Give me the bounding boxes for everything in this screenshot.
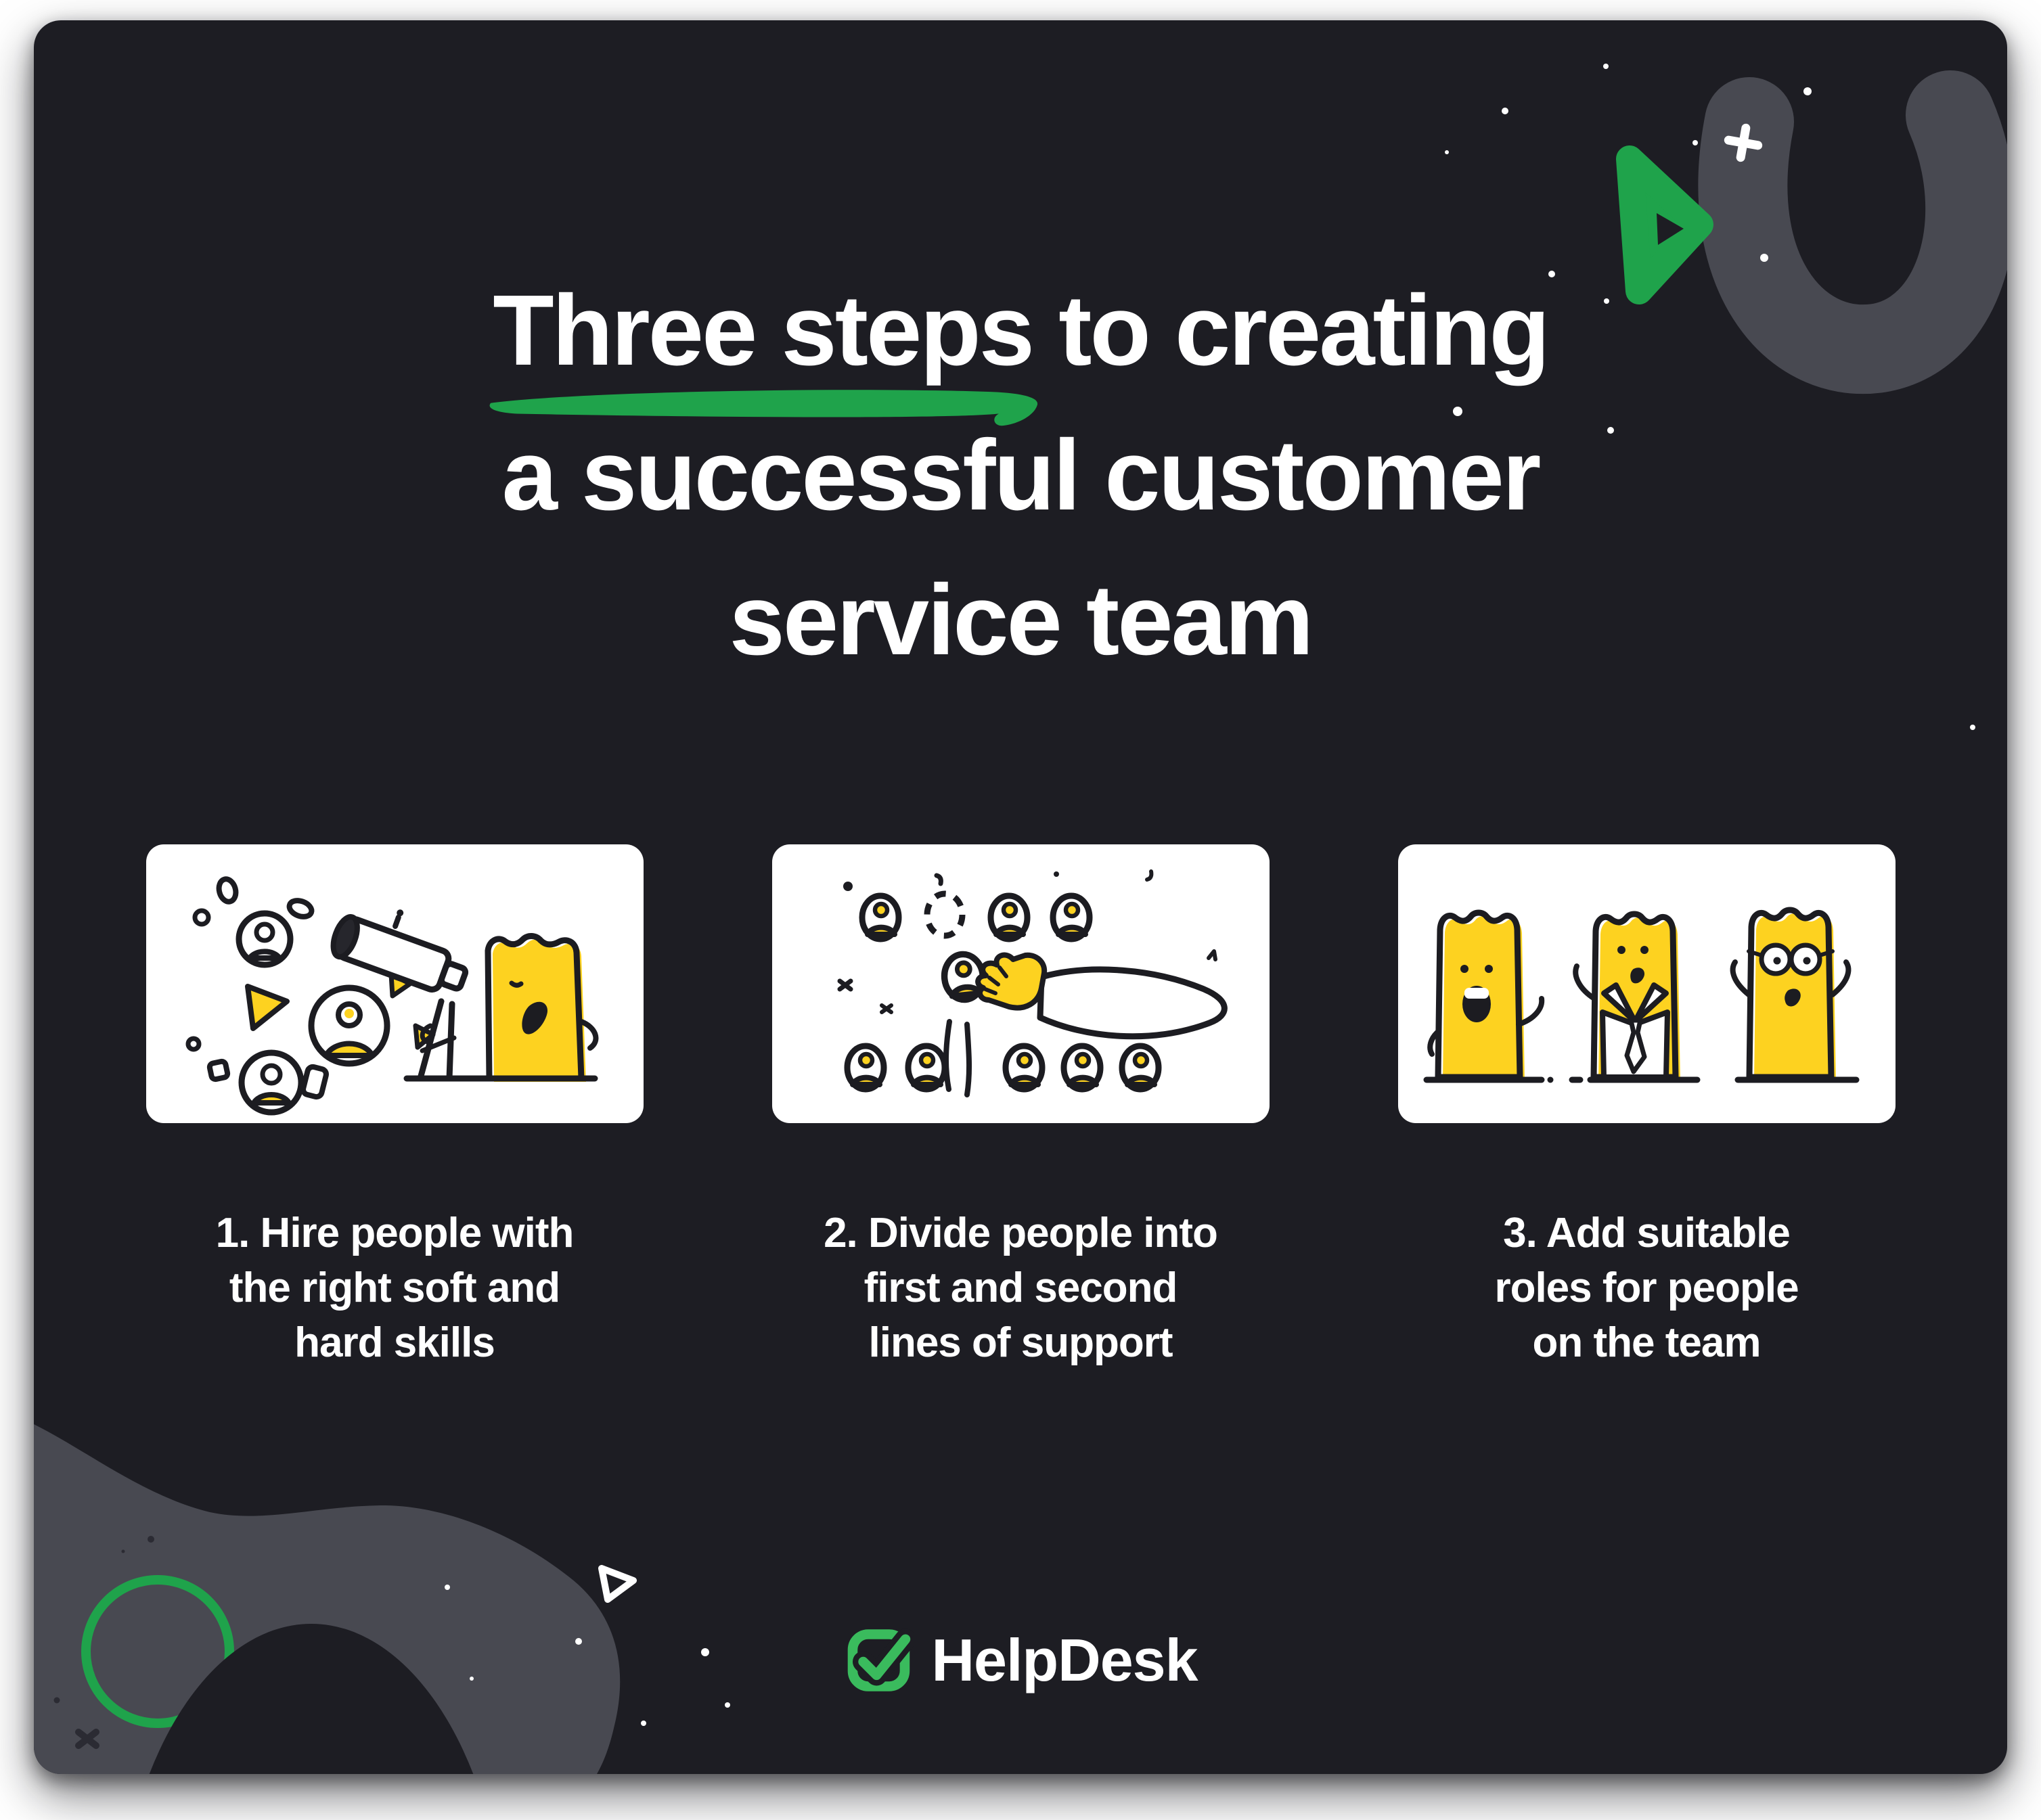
logo-text: HelpDesk bbox=[931, 1626, 1198, 1693]
caption-line: hard skills bbox=[294, 1319, 495, 1366]
caption-line: the right soft and bbox=[229, 1265, 560, 1311]
step-caption-1: 1. Hire people with the right soft and h… bbox=[146, 1206, 644, 1370]
caption-line: on the team bbox=[1532, 1319, 1762, 1366]
caption-line: lines of support bbox=[868, 1319, 1173, 1366]
check-square-logo-icon bbox=[847, 1629, 914, 1691]
roles-illustration bbox=[1423, 907, 1859, 1083]
title-line3: service team bbox=[729, 564, 1314, 676]
caption-line: 3. Add suitable bbox=[1503, 1210, 1791, 1256]
telescope-illustration bbox=[185, 876, 598, 1116]
title-line1: Three steps to creating bbox=[34, 258, 2007, 426]
helpdesk-logo: HelpDesk bbox=[843, 1625, 1198, 1696]
page-title: Three steps to creating a successful cus… bbox=[34, 20, 2007, 693]
step-caption-3: 3. Add suitable roles for people on the … bbox=[1398, 1206, 1896, 1370]
step-caption-2: 2. Divide people into first and second l… bbox=[772, 1206, 1270, 1370]
caption-line: 1. Hire people with bbox=[215, 1210, 575, 1256]
step-cards bbox=[34, 844, 2007, 1123]
step-card-1 bbox=[145, 844, 644, 1123]
caption-line: 2. Divide people into bbox=[824, 1210, 1218, 1256]
infographic-panel: Three steps to creating a successful cus… bbox=[34, 20, 2007, 1774]
title-highlight: Three steps bbox=[493, 275, 1035, 386]
green-brush-underline bbox=[489, 390, 1038, 426]
step-card-2 bbox=[771, 844, 1270, 1123]
step-card-3 bbox=[1397, 844, 1896, 1123]
caption-line: roles for people bbox=[1494, 1265, 1799, 1311]
step-captions: 1. Hire people with the right soft and h… bbox=[34, 1206, 2007, 1370]
divide-illustration bbox=[837, 869, 1228, 1097]
caption-line: first and second bbox=[864, 1265, 1178, 1311]
title-line1-rest: to creating bbox=[1033, 275, 1550, 386]
title-line2: a successful customer bbox=[501, 419, 1542, 531]
